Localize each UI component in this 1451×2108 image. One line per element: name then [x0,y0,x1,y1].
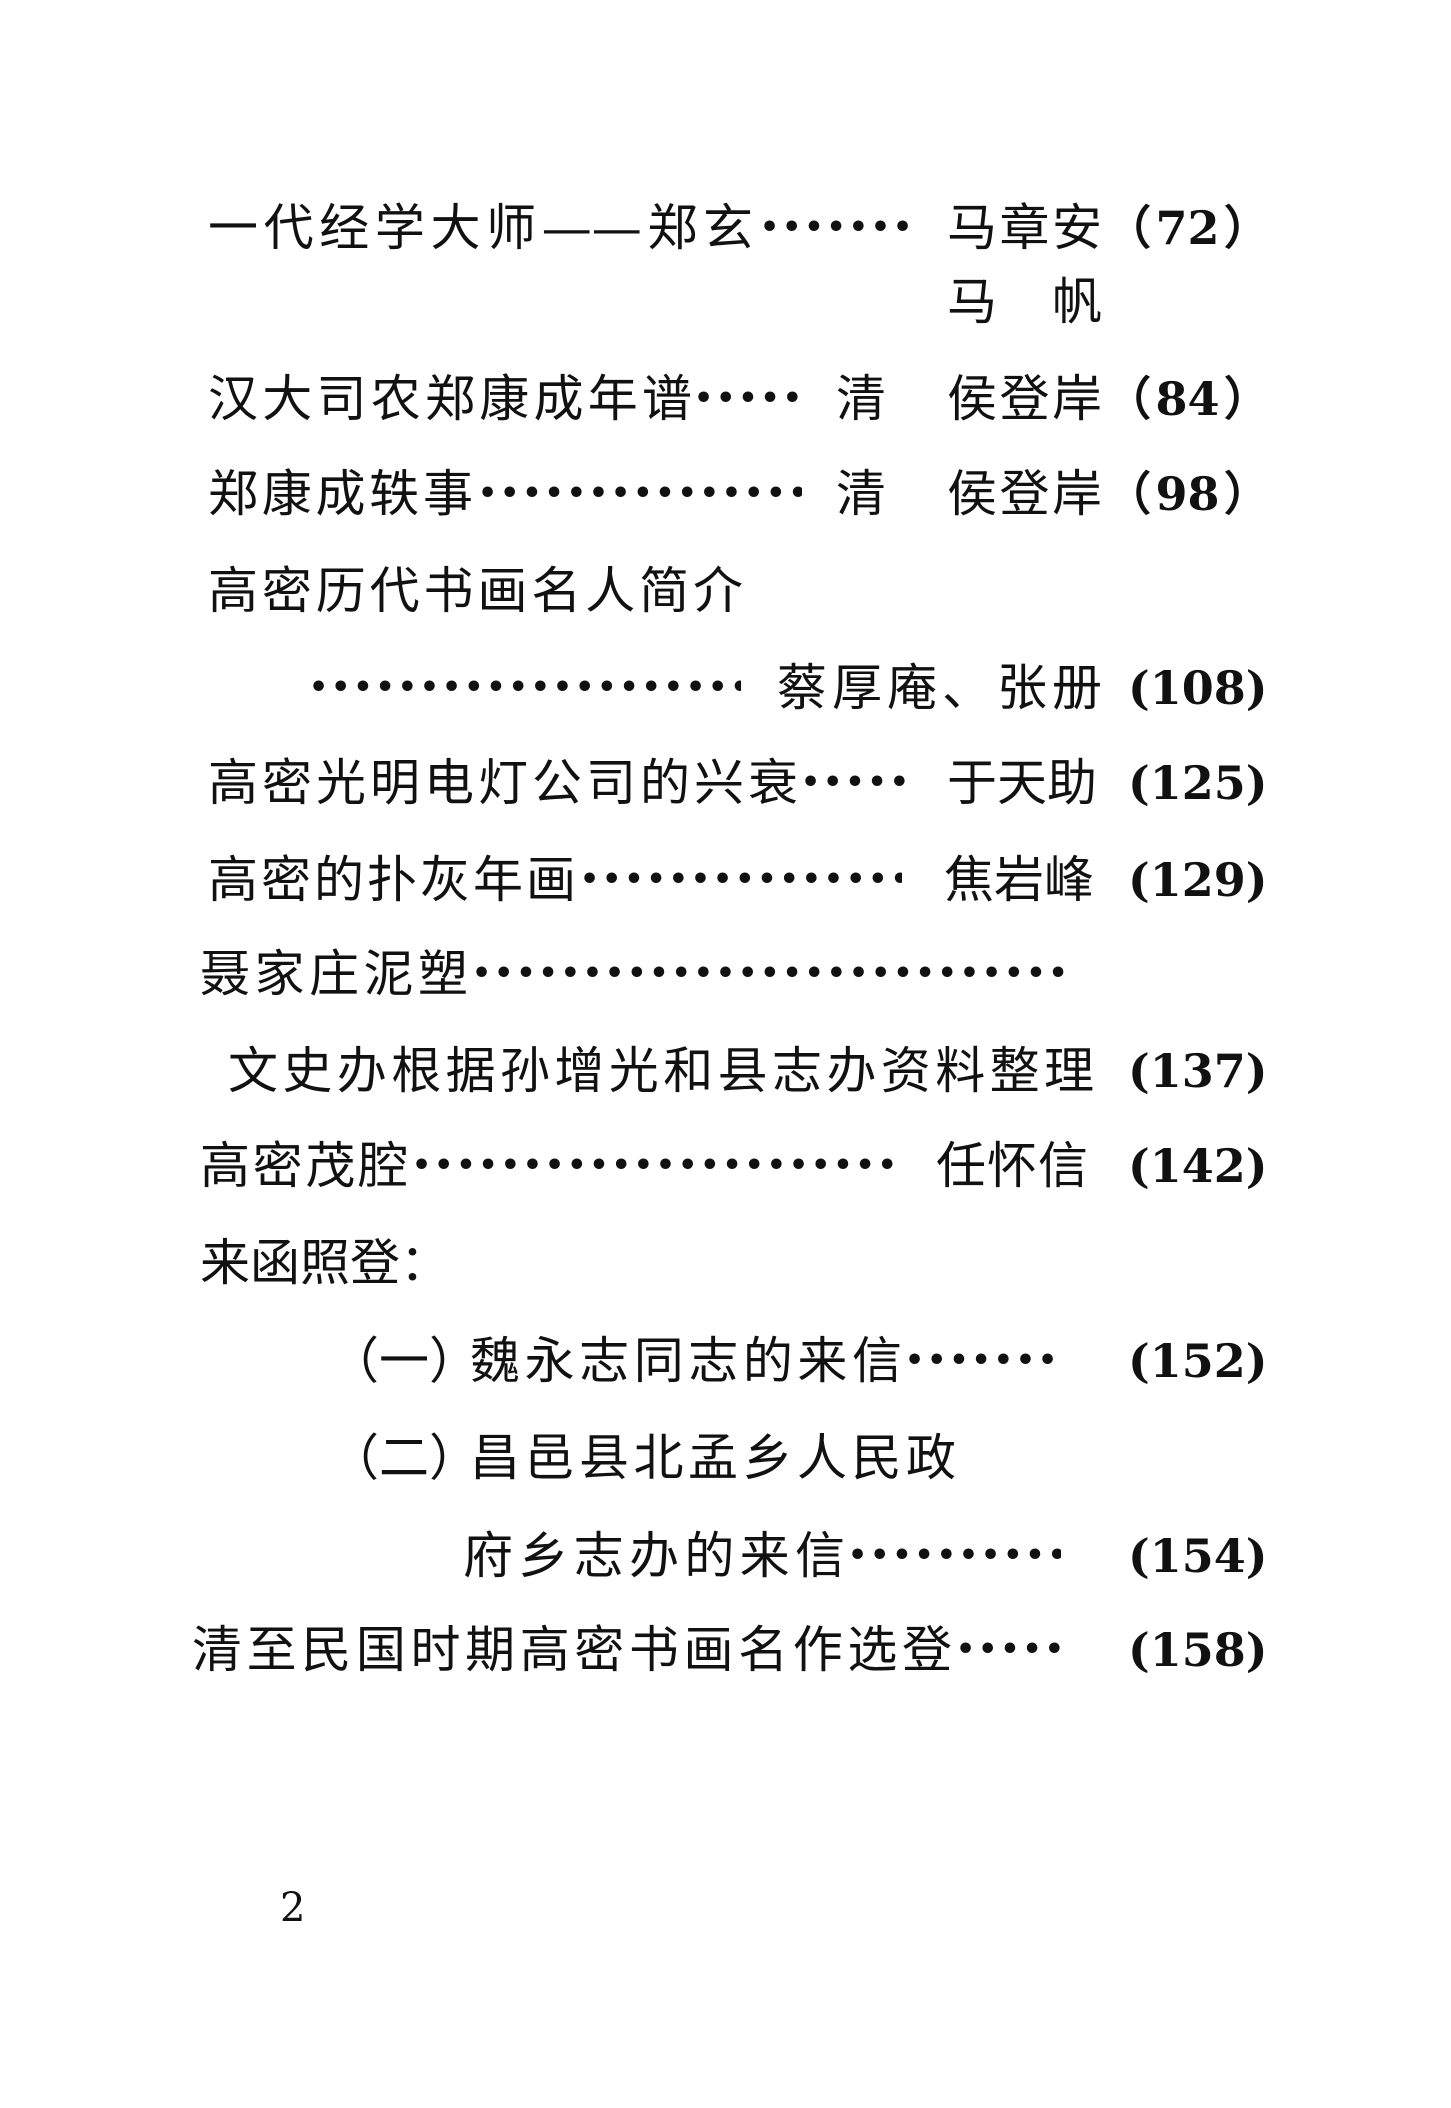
page-number: 2 [280,1885,306,1931]
entry-author: 任怀信 [936,1137,1088,1195]
dot-leader: ••••••••••••••• [760,210,910,245]
entry-page: （72） [1105,201,1270,255]
entry-page: (154) [1128,1529,1268,1583]
entry-title: 高密的扑灰年画 [208,851,576,909]
entry-page: (158) [1128,1623,1268,1677]
entry-title: 高密光明电灯公司的兴衰 [208,754,798,812]
entry-title: 清至民国时期高密书画名作选登 [192,1621,952,1679]
entry-page: (125) [1128,756,1268,810]
entry-dynasty: 清 [836,465,886,523]
entry-author: 于天助 [947,754,1097,812]
dot-leader: ••••••••••••••••••••••••••••••••••••••••… [309,670,741,705]
entry-title: 汉大司农郑康成年谱 [208,370,692,428]
entry-page: (108) [1128,661,1268,715]
entry-title: 昌邑县北孟乡人民政 [470,1429,956,1487]
dot-leader: ••••••••••••••••• [905,1343,1061,1378]
entry-page: (129) [1128,853,1268,907]
entry-page: （84） [1105,372,1270,426]
dot-leader: •••••••••••••• [956,1632,1061,1667]
entry-author: 侯登岸 [947,465,1102,523]
entry-dynasty: 清 [836,370,886,428]
entry-author: 侯登岸 [947,370,1102,428]
entry-subnumber: （二） [329,1429,479,1487]
dot-leader: ••••••••••• [801,765,907,800]
dot-leader: ••••••••••••••••••••••••••••• [848,1538,1061,1573]
dot-leader: ••••••••••••••••••••••••••••••••••••••••… [472,956,1068,991]
entry-author: 文史办根据孙增光和县志办资料整理 [228,1042,1094,1100]
dot-leader: •••••••••••• [694,381,802,416]
entry-title: 郑康成轶事 [208,465,473,523]
entry-title: 魏永志同志的来信 [470,1332,902,1390]
entry-title: 高密茂腔 [200,1137,408,1195]
entry-author: 马章安 [947,199,1102,257]
entry-page: (137) [1128,1044,1268,1098]
dot-leader: ••••••••••••••••••••••••••••••••••••••••… [412,1148,898,1183]
entry-page: (142) [1128,1139,1268,1193]
entry-title: 聂家庄泥塑 [200,945,468,1003]
entry-page: (152) [1128,1334,1268,1388]
entry-title: 一代经学大师——郑玄 [208,199,753,257]
entry-author: 焦岩峰 [944,851,1094,909]
entry-subnumber: （一） [329,1332,479,1390]
entry-page: （98） [1105,467,1270,521]
entry-title: 来函照登： [200,1234,450,1292]
entry-title: 府乡志办的来信 [463,1527,845,1585]
dot-leader: •••••••••••••••••••••••••••••••• [478,476,802,511]
dot-leader: •••••••••••••••••••••••••••••••••• [580,862,902,897]
entry-author: 马 帆 [947,273,1102,331]
entry-author: 蔡厚庵、张册 [777,659,1102,717]
entry-title: 高密历代书画名人简介 [208,562,743,620]
